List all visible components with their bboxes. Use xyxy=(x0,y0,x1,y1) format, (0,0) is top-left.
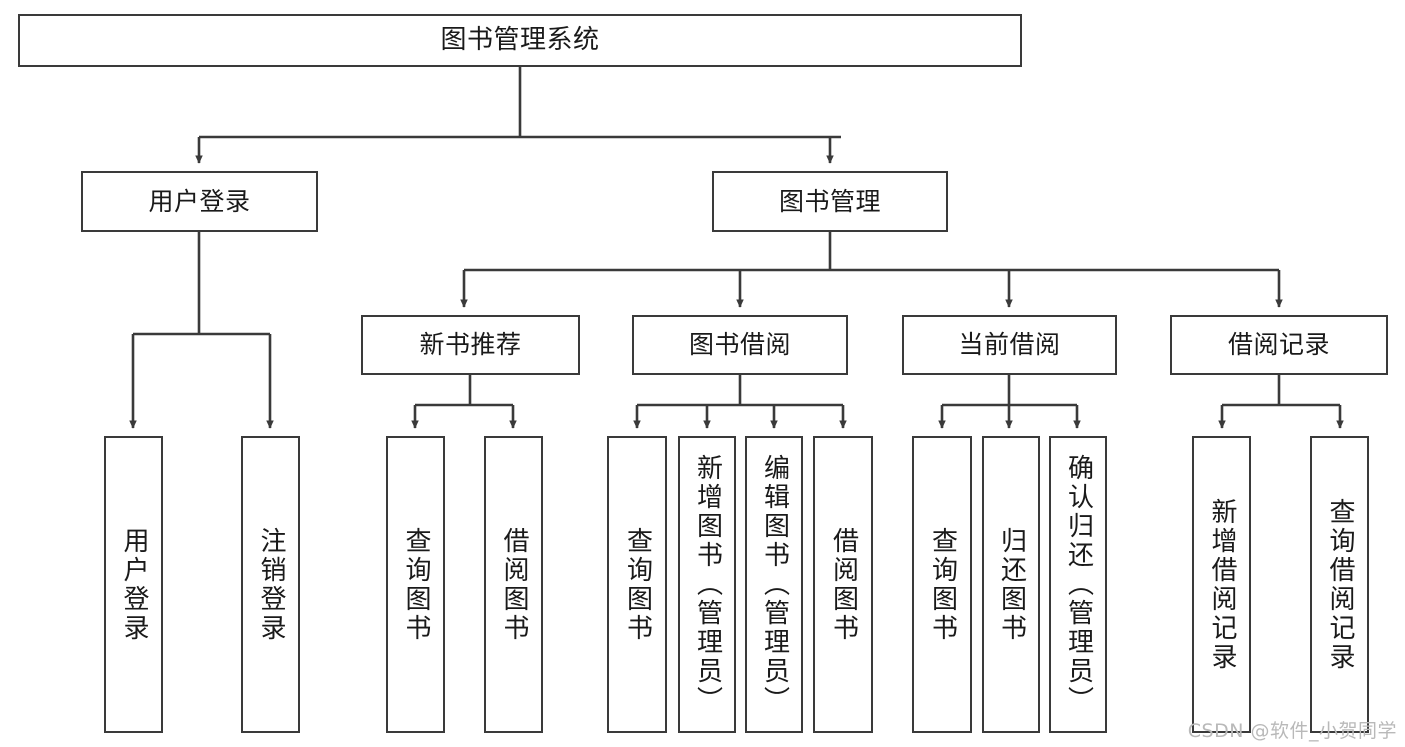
node-book-borrow[interactable]: 图书借阅 xyxy=(632,315,848,375)
node-label: 新增借阅记录 xyxy=(1207,497,1238,672)
leaf-edit-book-admin[interactable]: 编辑图书（管理员） xyxy=(745,436,803,733)
leaf-add-borrow-record[interactable]: 新增借阅记录 xyxy=(1192,436,1251,733)
node-label: 用户登录 xyxy=(119,526,150,643)
node-label: 查询图书 xyxy=(927,526,958,643)
node-label: 确认归还（管理员） xyxy=(1063,454,1094,715)
node-label: 编辑图书（管理员） xyxy=(759,454,790,715)
node-book-management[interactable]: 图书管理 xyxy=(712,171,948,232)
node-label: 图书借阅 xyxy=(688,330,791,359)
leaf-borrow-book-recommend[interactable]: 借阅图书 xyxy=(484,436,543,733)
leaf-return-book[interactable]: 归还图书 xyxy=(982,436,1040,733)
node-label: 查询图书 xyxy=(622,526,653,643)
node-user-login[interactable]: 用户登录 xyxy=(81,171,318,232)
node-label: 用户登录 xyxy=(148,186,251,216)
node-label: 查询图书 xyxy=(401,526,432,643)
node-label: 注销登录 xyxy=(256,526,287,643)
node-root-system[interactable]: 图书管理系统 xyxy=(18,14,1022,67)
node-label: 新书推荐 xyxy=(419,330,522,359)
leaf-borrow-book[interactable]: 借阅图书 xyxy=(813,436,873,733)
leaf-user-login[interactable]: 用户登录 xyxy=(104,436,163,733)
leaf-query-book-recommend[interactable]: 查询图书 xyxy=(386,436,445,733)
node-new-book-recommend[interactable]: 新书推荐 xyxy=(361,315,580,375)
node-label: 查询借阅记录 xyxy=(1325,497,1356,672)
node-current-borrow[interactable]: 当前借阅 xyxy=(902,315,1117,375)
leaf-logout[interactable]: 注销登录 xyxy=(241,436,300,733)
node-label: 借阅图书 xyxy=(828,526,859,643)
leaf-query-book-current[interactable]: 查询图书 xyxy=(912,436,972,733)
node-label: 图书管理系统 xyxy=(440,24,600,55)
node-label: 当前借阅 xyxy=(958,330,1061,359)
leaf-query-book-borrow[interactable]: 查询图书 xyxy=(607,436,667,733)
node-label: 借阅图书 xyxy=(499,526,530,643)
node-label: 图书管理 xyxy=(778,186,881,216)
leaf-confirm-return-admin[interactable]: 确认归还（管理员） xyxy=(1049,436,1107,733)
node-borrow-record[interactable]: 借阅记录 xyxy=(1170,315,1388,375)
leaf-query-borrow-record[interactable]: 查询借阅记录 xyxy=(1310,436,1369,733)
node-label: 借阅记录 xyxy=(1227,330,1330,359)
leaf-add-book-admin[interactable]: 新增图书（管理员） xyxy=(678,436,736,733)
node-label: 归还图书 xyxy=(996,526,1027,643)
node-label: 新增图书（管理员） xyxy=(692,454,723,715)
